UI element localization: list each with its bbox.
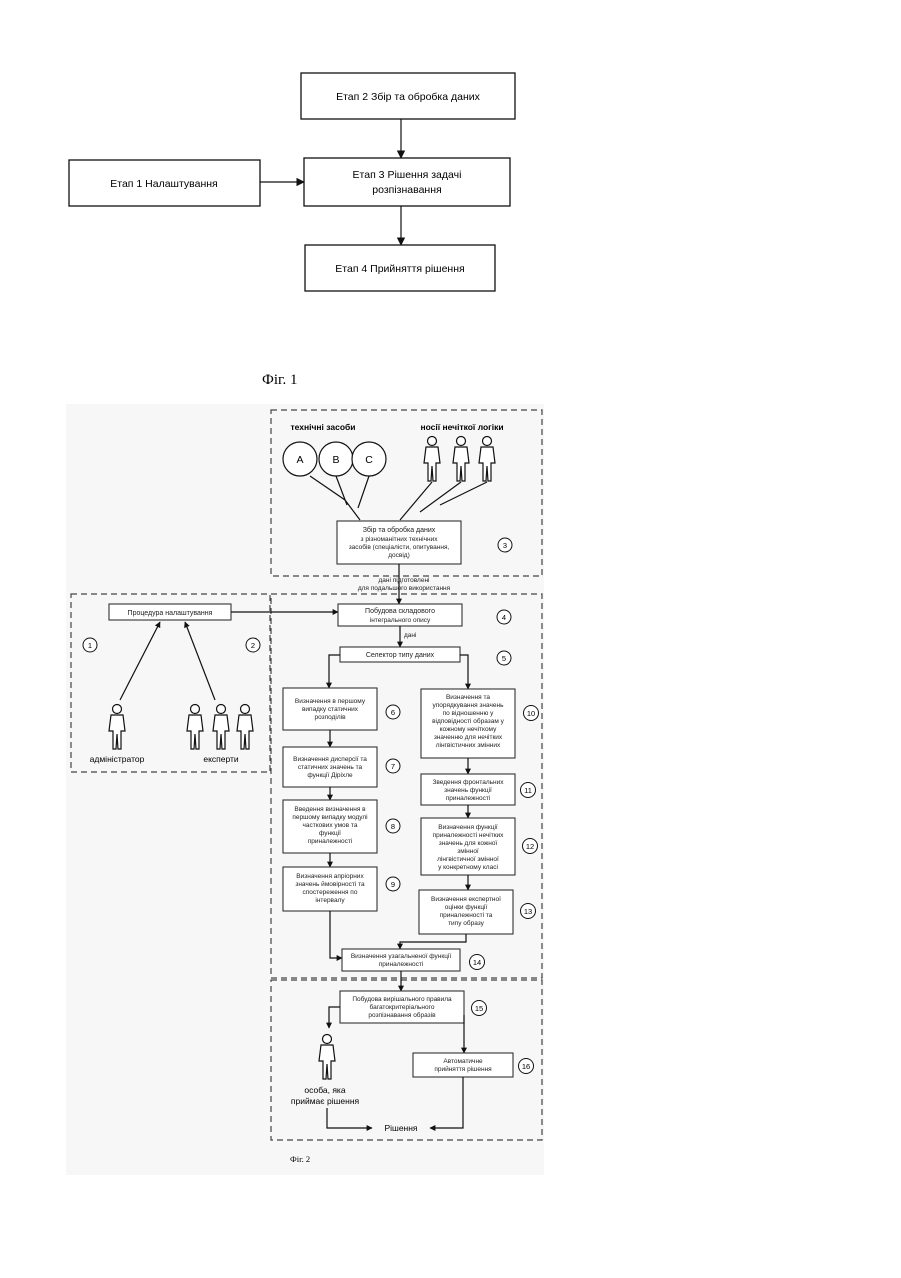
stage1-label: Етап 1 Налаштування <box>110 178 217 190</box>
step-6-number: 6 <box>391 708 395 717</box>
box-7-line2: статичних значень та <box>298 764 363 771</box>
box-12-line6: у конкретному класі <box>438 863 498 871</box>
box-11-line1: Зведення фронтальних <box>432 779 504 786</box>
figure-1-caption: Фіг. 1 <box>262 372 297 388</box>
box-12-line1: Визначення функції <box>438 823 498 831</box>
step-1-number: 1 <box>88 641 92 650</box>
box-10-line4: відповідності образам у <box>432 717 505 725</box>
box-13-line2: оцінки функції <box>445 903 488 911</box>
step-2-number: 2 <box>251 641 255 650</box>
box-8-line3: часткових умов та <box>303 822 358 829</box>
box-15-line3: розпізнавання образів <box>368 1011 436 1019</box>
step-14-number: 14 <box>473 958 481 967</box>
figure-1: Етап 2 Збір та обробка даних Етап 3 Ріше… <box>69 73 515 388</box>
box-3-line1: Збір та обробка даних <box>363 526 436 534</box>
decision-maker-line1: особа, яка <box>304 1085 345 1095</box>
stage3-label-line1: Етап 3 Рішення задачі <box>353 169 462 181</box>
data-prepared-line1: дані підготовлені <box>379 576 430 584</box>
box-7-line3: функції Діріхле <box>307 771 353 779</box>
step-9-number: 9 <box>391 880 395 889</box>
box-3-line2: з різноманітних технічних <box>361 535 439 543</box>
box-5-label: Селектор типу даних <box>366 652 435 659</box>
box-10-line1: Визначення та <box>446 694 490 701</box>
decision-label: Рішення <box>384 1123 417 1133</box>
box-8-line4: функції <box>319 829 341 837</box>
box-16-line1: Автоматичне <box>443 1058 483 1065</box>
box-14-line1: Визначення узагальненої функції <box>351 952 452 960</box>
box-3-line3: засобів (спеціалісти, опитування, <box>349 543 450 551</box>
box-11-line2: значень функції <box>444 786 492 794</box>
box-4-line1: Побудова складового <box>365 607 435 615</box>
box-9-line1: Визначення апріорних <box>296 872 364 880</box>
box-10-line5: кожному нечіткому <box>440 725 497 733</box>
box-6-line2: випадку статичних <box>302 706 359 713</box>
setup-process-label: Процедура налаштування <box>128 610 213 617</box>
step-3-number: 3 <box>503 541 507 550</box>
box-8-line5: приналежності <box>308 837 353 845</box>
source-c-label: C <box>365 454 373 466</box>
figure-2-caption: Фіг. 2 <box>290 1154 310 1164</box>
step-5-number: 5 <box>502 654 506 663</box>
box-6-line3: розподілів <box>314 713 346 721</box>
admin-label: адміністратор <box>90 754 145 764</box>
step-4-number: 4 <box>502 613 506 622</box>
box-15-line1: Побудова вирішального правила <box>352 995 452 1003</box>
box-12-line3: значень для кожної <box>439 840 498 847</box>
box-13-line4: типу образу <box>448 919 485 927</box>
step-15-number: 15 <box>475 1004 483 1013</box>
technical-means-label: технічні засоби <box>290 422 355 432</box>
box-15-line2: багатокритеріального <box>370 1003 435 1011</box>
box-12-line2: приналежності нечітких <box>433 831 505 839</box>
box-9-line3: спостереження по <box>303 889 358 896</box>
box-16-line2: прийняття рішення <box>434 1065 492 1073</box>
stage3-label-line2: розпізнавання <box>372 184 441 196</box>
data-prepared-line2: для подальшого використання <box>358 585 451 592</box>
fuzzy-logic-carriers-label: носії нечіткої логіки <box>420 422 503 432</box>
step-12-number: 12 <box>526 842 534 851</box>
source-b-label: B <box>332 454 339 466</box>
step-11-number: 11 <box>524 786 532 795</box>
source-a-label: A <box>296 454 303 466</box>
step-16-number: 16 <box>522 1062 530 1071</box>
box-4-output-label: дані <box>404 631 416 639</box>
box-8-line1: Введення визначення в <box>294 806 366 813</box>
box-13-line3: приналежності та <box>440 911 493 919</box>
box-12-line4: змінної <box>457 847 479 855</box>
box-10-line7: лінгвістичних змінних <box>436 741 501 749</box>
box-6-line1: Визначення в першому <box>295 698 366 705</box>
step-8-number: 8 <box>391 822 395 831</box>
box-16 <box>413 1053 513 1077</box>
box-4-line2: інтегрального опису <box>370 616 431 624</box>
box-14-line2: приналежності <box>379 960 424 968</box>
box-11-line3: приналежності <box>446 794 491 802</box>
step-7-number: 7 <box>391 762 395 771</box>
box-12-line5: лінгвістичної змінної <box>437 855 499 863</box>
box-9-line4: інтервалу <box>315 896 345 904</box>
box-13-line1: Визначення експертної <box>431 896 501 903</box>
box-9-line2: значень ймовірності та <box>295 880 365 888</box>
step-10-number: 10 <box>527 709 535 718</box>
figure-2: технічні засоби носії нечіткої логіки A … <box>66 404 544 1175</box>
stage3-box <box>304 158 510 206</box>
experts-label: експерти <box>203 754 239 764</box>
box-3-line4: досвід) <box>388 551 410 559</box>
box-8-line2: першому випадку модулі <box>292 813 367 821</box>
box-10-line2: упорядкування значень <box>433 702 505 709</box>
stage4-label: Етап 4 Прийняття рішення <box>335 263 464 275</box>
box-7-line1: Визначення дисперсії та <box>293 755 367 763</box>
step-13-number: 13 <box>524 907 532 916</box>
stage2-label: Етап 2 Збір та обробка даних <box>336 91 481 103</box>
decision-maker-line2: приймає рішення <box>291 1096 360 1106</box>
box-10-line6: значенню для нечітких <box>434 733 503 741</box>
box-10-line3: по відношенню у <box>443 709 495 717</box>
